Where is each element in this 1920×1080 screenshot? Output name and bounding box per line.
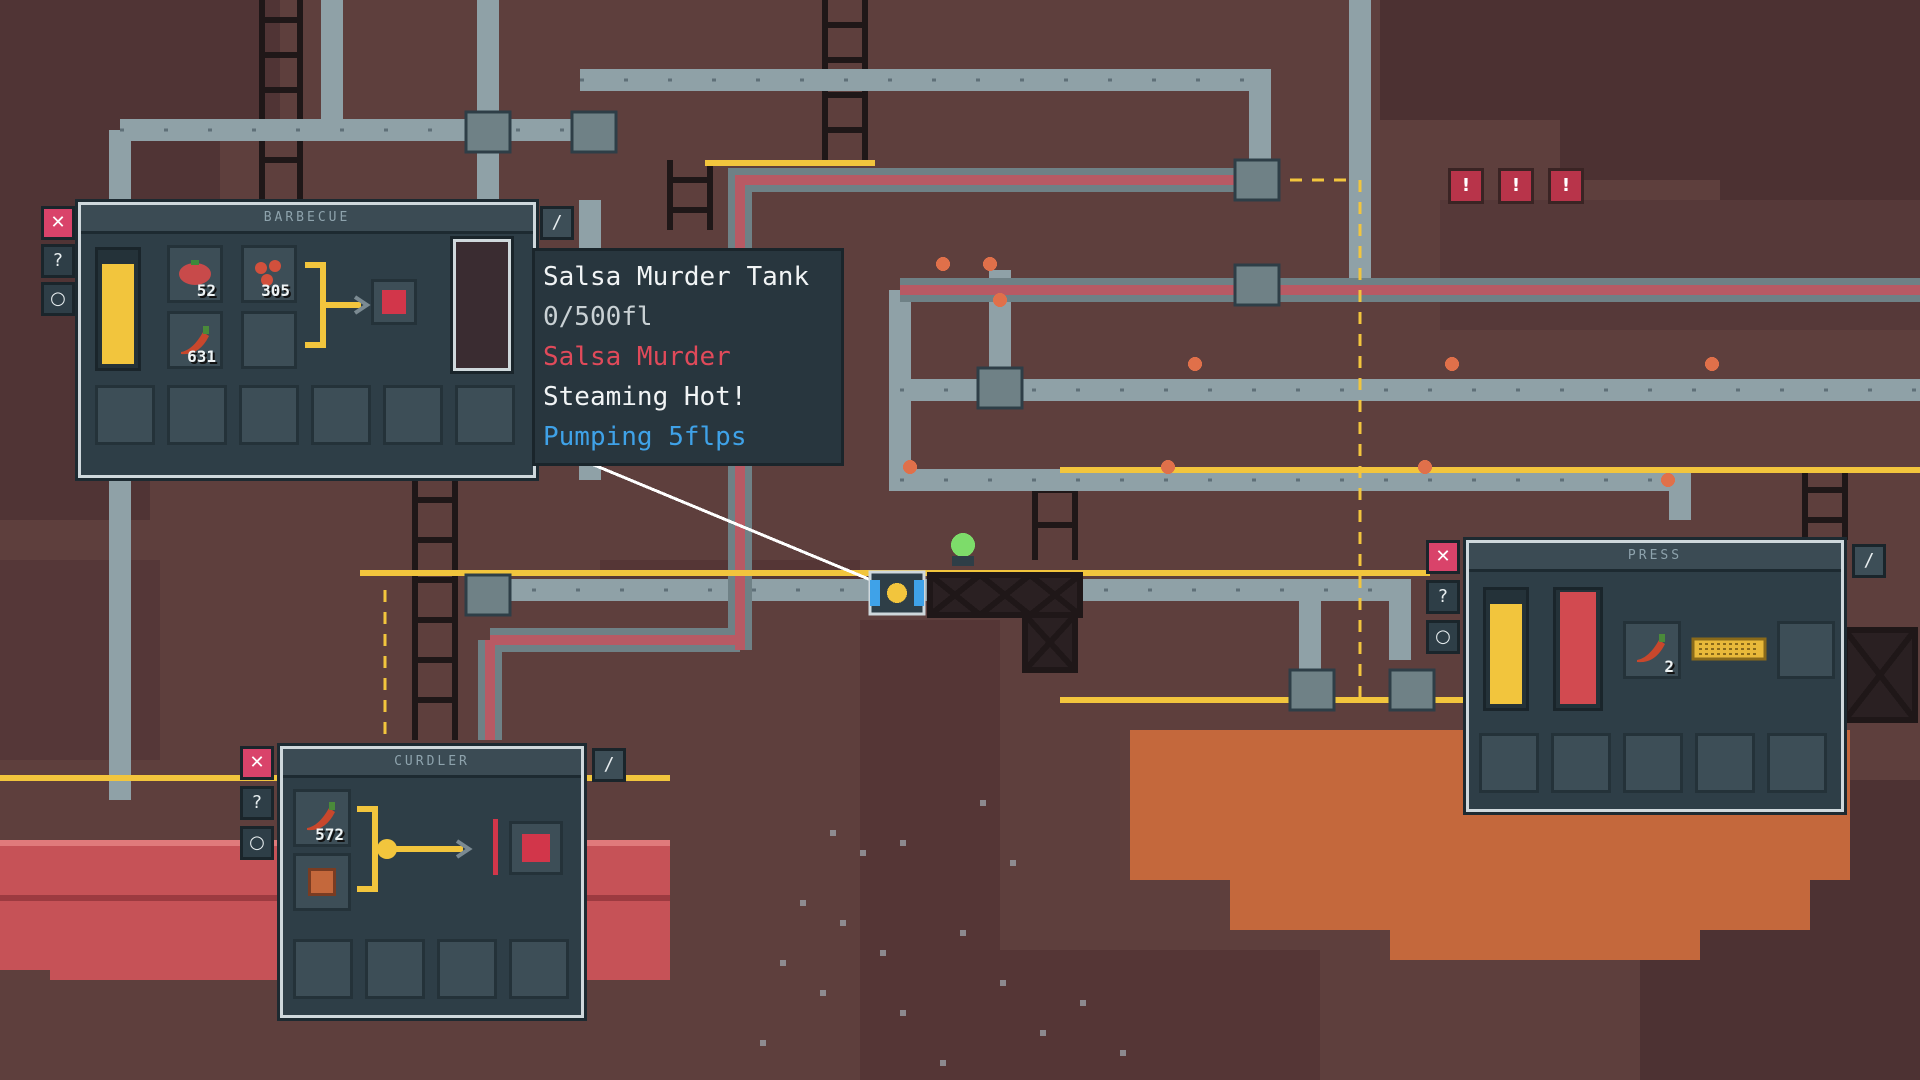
output-slot[interactable] bbox=[1777, 621, 1835, 679]
workers bbox=[903, 257, 1719, 566]
slot-count: 572 bbox=[315, 825, 344, 844]
input-slot[interactable]: 2 bbox=[1623, 621, 1681, 679]
inventory-slot[interactable] bbox=[455, 385, 515, 445]
settings-button[interactable]: ○ bbox=[240, 826, 274, 860]
scaffold bbox=[927, 572, 1918, 723]
wrench-button[interactable]: / bbox=[1852, 544, 1886, 578]
output-slot[interactable] bbox=[371, 279, 417, 325]
inventory-slot[interactable] bbox=[365, 939, 425, 999]
crate-icon bbox=[308, 868, 336, 896]
inventory-slot[interactable] bbox=[1767, 733, 1827, 793]
salsa-murder-tank bbox=[868, 570, 926, 616]
tomato-icon bbox=[179, 260, 211, 285]
inventory-slot[interactable] bbox=[167, 385, 227, 445]
input-slot[interactable]: 52 bbox=[167, 245, 223, 303]
output-slot[interactable] bbox=[509, 821, 563, 875]
close-button[interactable]: ✕ bbox=[240, 746, 274, 780]
input-slot[interactable] bbox=[241, 311, 297, 369]
tooltip-name: Salsa Murder Tank bbox=[543, 262, 810, 292]
slot-count: 2 bbox=[1664, 657, 1674, 676]
inventory-slot[interactable] bbox=[239, 385, 299, 445]
help-button[interactable]: ? bbox=[1426, 580, 1460, 614]
inventory-slot[interactable] bbox=[1695, 733, 1755, 793]
battery-fill bbox=[102, 263, 134, 364]
salsa-pipes-inner bbox=[485, 175, 1920, 740]
tank-tooltip: Salsa Murder Tank 0/500fl Salsa Murder S… bbox=[532, 248, 844, 466]
inventory-slot[interactable] bbox=[1623, 733, 1683, 793]
chili-pepper-icon bbox=[1637, 634, 1665, 663]
spice-icon bbox=[255, 260, 281, 286]
curdler-panel: CURDLER 572 bbox=[280, 746, 584, 1018]
barbecue-panel: BARBECUE 52 305 631 bbox=[78, 202, 536, 478]
close-button[interactable]: ✕ bbox=[41, 206, 75, 240]
inventory-slot[interactable] bbox=[509, 939, 569, 999]
grey-pipe-bands bbox=[120, 78, 1920, 592]
close-button[interactable]: ✕ bbox=[1426, 540, 1460, 574]
tooltip-status: Steaming Hot! bbox=[543, 382, 747, 412]
help-button[interactable]: ? bbox=[240, 786, 274, 820]
inventory-slot[interactable] bbox=[1479, 733, 1539, 793]
press-panel: PRESS 2 bbox=[1466, 540, 1844, 812]
slot-count: 305 bbox=[261, 281, 290, 300]
mixer-bracket-icon bbox=[305, 262, 371, 348]
tooltip-fluid: Salsa Murder bbox=[543, 342, 731, 372]
salsa-block-icon bbox=[522, 834, 550, 862]
slot-count: 631 bbox=[187, 347, 216, 366]
inventory-slot[interactable] bbox=[383, 385, 443, 445]
inventory-slot[interactable] bbox=[293, 939, 353, 999]
gravel bbox=[760, 800, 1126, 1066]
settings-button[interactable]: ○ bbox=[1426, 620, 1460, 654]
inventory-slot[interactable] bbox=[437, 939, 497, 999]
chili-pepper-icon bbox=[307, 802, 335, 831]
salsa-block-icon bbox=[382, 290, 406, 314]
inventory-slot[interactable] bbox=[311, 385, 371, 445]
input-slot[interactable] bbox=[293, 853, 351, 911]
battery-gauge bbox=[95, 247, 141, 371]
input-slot[interactable]: 631 bbox=[167, 311, 223, 369]
warning-icon: ! bbox=[1498, 168, 1534, 204]
help-button[interactable]: ? bbox=[41, 244, 75, 278]
panel-title: CURDLER bbox=[283, 749, 581, 778]
divider-bar bbox=[493, 819, 498, 875]
red-tank-fill bbox=[1560, 591, 1596, 704]
wrench-button[interactable]: / bbox=[540, 206, 574, 240]
warning-icon: ! bbox=[1548, 168, 1584, 204]
input-slot[interactable]: 572 bbox=[293, 789, 351, 847]
mixer-bracket-icon bbox=[357, 806, 473, 892]
battery-gauge bbox=[1483, 587, 1529, 711]
panel-title: PRESS bbox=[1469, 543, 1841, 572]
wrench-button[interactable]: / bbox=[592, 748, 626, 782]
battery-fill bbox=[1490, 603, 1522, 704]
tooltip-capacity: 0/500fl bbox=[543, 302, 653, 332]
inventory-slot[interactable] bbox=[1551, 733, 1611, 793]
chili-pepper-icon bbox=[181, 326, 209, 355]
cables bbox=[383, 178, 1362, 740]
inventory-slot[interactable] bbox=[95, 385, 155, 445]
settings-button[interactable]: ○ bbox=[41, 282, 75, 316]
junctions bbox=[464, 110, 1436, 712]
tooltip-rate: Pumping 5flps bbox=[543, 422, 747, 452]
red-tank-gauge bbox=[1553, 587, 1603, 711]
input-slot[interactable]: 305 bbox=[241, 245, 297, 303]
slot-count: 52 bbox=[196, 281, 216, 300]
salsa-tank-gauge[interactable] bbox=[450, 236, 514, 374]
warning-icon: ! bbox=[1448, 168, 1484, 204]
press-belt-icon bbox=[1691, 637, 1767, 661]
panel-title: BARBECUE bbox=[81, 205, 533, 234]
